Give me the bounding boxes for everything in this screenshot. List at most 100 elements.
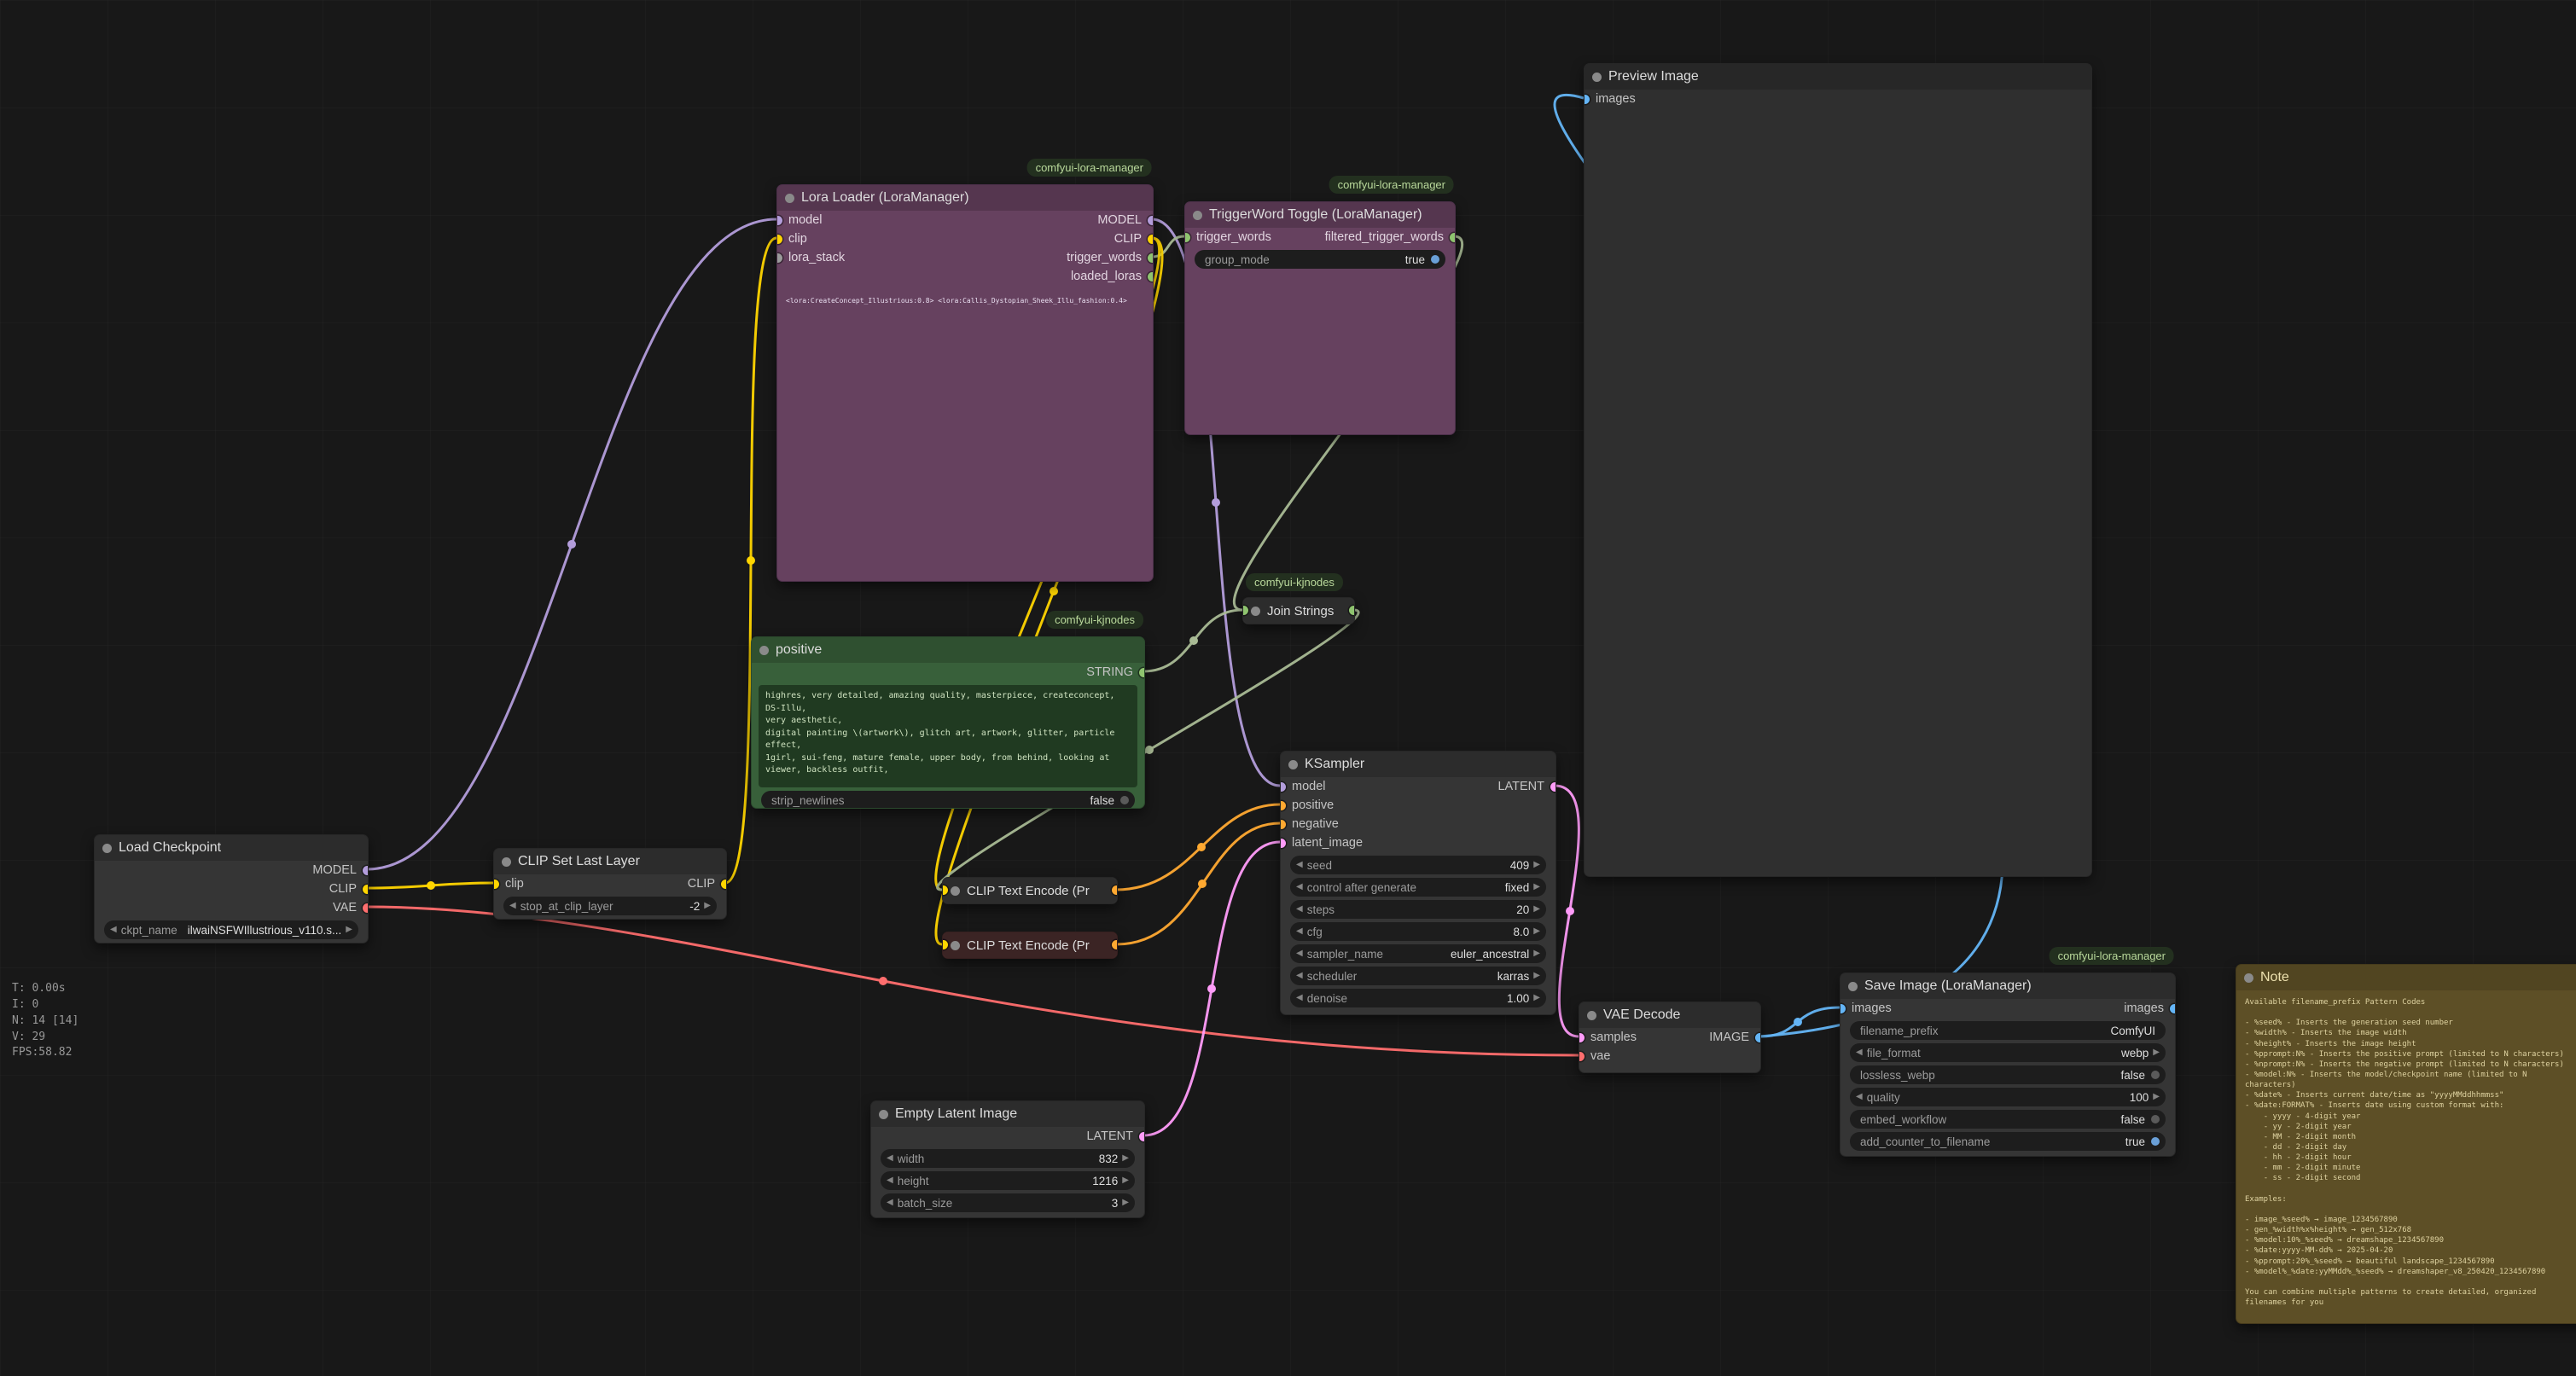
combo-right-arrow-icon[interactable]: ▶ bbox=[1533, 949, 1540, 958]
model-input-port[interactable] bbox=[1281, 781, 1286, 792]
collapse-icon[interactable] bbox=[951, 885, 960, 896]
combo-left-arrow-icon[interactable]: ◀ bbox=[1296, 993, 1303, 1002]
model-output-port[interactable] bbox=[363, 865, 368, 875]
strip-newlines-toggle[interactable]: strip_newlines false bbox=[761, 791, 1135, 808]
node-clip-set-last-layer[interactable]: CLIP Set Last Layer clip CLIP ◀ stop_at_… bbox=[493, 848, 727, 920]
model-output-port[interactable] bbox=[1148, 215, 1153, 225]
clip-output-port[interactable] bbox=[363, 884, 368, 894]
images-input-port[interactable] bbox=[1585, 94, 1590, 104]
node-header[interactable]: positive bbox=[752, 637, 1144, 663]
combo-left-arrow-icon[interactable]: ◀ bbox=[1296, 926, 1303, 936]
node-header[interactable]: Load Checkpoint bbox=[95, 835, 368, 861]
combo-left-arrow-icon[interactable]: ◀ bbox=[1296, 904, 1303, 914]
stop-at-clip-layer-widget[interactable]: ◀ stop_at_clip_layer -2 ▶ bbox=[503, 897, 717, 915]
combo-right-arrow-icon[interactable]: ▶ bbox=[704, 901, 711, 910]
clip-input-port[interactable] bbox=[494, 879, 499, 889]
combo-right-arrow-icon[interactable]: ▶ bbox=[1122, 1153, 1129, 1163]
node-header[interactable]: CLIP Set Last Layer bbox=[494, 849, 726, 874]
combo-left-arrow-icon[interactable]: ◀ bbox=[509, 901, 516, 910]
combo-left-arrow-icon[interactable]: ◀ bbox=[887, 1153, 893, 1163]
collapse-icon[interactable] bbox=[759, 645, 769, 655]
control-after-generate-widget[interactable]: ◀ control after generate fixed ▶ bbox=[1290, 878, 1546, 897]
quality-widget[interactable]: ◀ quality 100 ▶ bbox=[1850, 1088, 2166, 1106]
node-header[interactable]: Join Strings bbox=[1243, 598, 1354, 624]
samples-input-port[interactable] bbox=[1579, 1032, 1585, 1042]
group-mode-toggle[interactable]: group_mode true bbox=[1195, 250, 1445, 269]
collapse-icon[interactable] bbox=[1587, 1010, 1596, 1020]
batch-size-widget[interactable]: ◀ batch_size 3 ▶ bbox=[881, 1193, 1135, 1212]
node-header[interactable]: KSampler bbox=[1281, 752, 1555, 777]
node-triggerword-toggle[interactable]: TriggerWord Toggle (LoraManager) trigger… bbox=[1184, 201, 1456, 435]
conditioning-output-port[interactable] bbox=[1112, 885, 1117, 895]
combo-left-arrow-icon[interactable]: ◀ bbox=[110, 925, 117, 934]
clip-input-port[interactable] bbox=[777, 234, 782, 244]
model-input-port[interactable] bbox=[777, 215, 782, 225]
collapse-icon[interactable] bbox=[1193, 210, 1202, 220]
node-lora-loader[interactable]: Lora Loader (LoraManager) model MODEL cl… bbox=[776, 184, 1154, 582]
negative-input-port[interactable] bbox=[1281, 819, 1286, 829]
add-counter-to-filename-toggle[interactable]: add_counter_to_filename true bbox=[1850, 1132, 2166, 1151]
combo-left-arrow-icon[interactable]: ◀ bbox=[1296, 971, 1303, 980]
width-widget[interactable]: ◀ width 832 ▶ bbox=[881, 1149, 1135, 1168]
filtered-trigger-words-output-port[interactable] bbox=[1450, 232, 1455, 242]
node-vae-decode[interactable]: VAE Decode samples IMAGE vae bbox=[1579, 1002, 1761, 1073]
collapse-icon[interactable] bbox=[1251, 606, 1260, 616]
combo-right-arrow-icon[interactable]: ▶ bbox=[1533, 904, 1540, 914]
node-header[interactable]: CLIP Text Encode (Pr bbox=[943, 932, 1117, 958]
node-header[interactable]: CLIP Text Encode (Pr bbox=[943, 878, 1117, 903]
image-output-port[interactable] bbox=[1755, 1032, 1760, 1042]
node-header[interactable]: Save Image (LoraManager) bbox=[1840, 973, 2175, 999]
filename-prefix-widget[interactable]: filename_prefix ComfyUI bbox=[1850, 1021, 2166, 1040]
conditioning-output-port[interactable] bbox=[1112, 940, 1117, 949]
node-save-image[interactable]: Save Image (LoraManager) images images f… bbox=[1840, 972, 2176, 1157]
node-join-strings[interactable]: Join Strings bbox=[1242, 597, 1355, 624]
latent-output-port[interactable] bbox=[1550, 781, 1555, 792]
node-load-checkpoint[interactable]: Load Checkpoint MODEL CLIP VAE ◀ ckpt_na… bbox=[94, 834, 369, 943]
collapse-icon[interactable] bbox=[879, 1109, 888, 1119]
combo-left-arrow-icon[interactable]: ◀ bbox=[1856, 1048, 1863, 1057]
trigger-words-output-port[interactable] bbox=[1148, 253, 1153, 263]
denoise-widget[interactable]: ◀ denoise 1.00 ▶ bbox=[1290, 989, 1546, 1007]
collapse-icon[interactable] bbox=[2244, 972, 2253, 983]
collapse-icon[interactable] bbox=[951, 940, 960, 950]
node-header[interactable]: Note bbox=[2236, 965, 2576, 990]
latent-image-input-port[interactable] bbox=[1281, 838, 1286, 848]
node-header[interactable]: Empty Latent Image bbox=[871, 1101, 1144, 1127]
lossless-webp-toggle[interactable]: lossless_webp false bbox=[1850, 1065, 2166, 1084]
combo-left-arrow-icon[interactable]: ◀ bbox=[887, 1176, 893, 1185]
collapsed-input-port[interactable] bbox=[1243, 606, 1248, 615]
sampler-name-widget[interactable]: ◀ sampler_name euler_ancestral ▶ bbox=[1290, 944, 1546, 963]
collapse-icon[interactable] bbox=[1592, 72, 1602, 82]
trigger-words-input-port[interactable] bbox=[1185, 232, 1190, 242]
loaded-loras-output-port[interactable] bbox=[1148, 271, 1153, 282]
prompt-textarea[interactable]: highres, very detailed, amazing quality,… bbox=[759, 685, 1137, 787]
combo-right-arrow-icon[interactable]: ▶ bbox=[1122, 1198, 1129, 1207]
node-header[interactable]: Preview Image bbox=[1585, 64, 2091, 90]
collapse-icon[interactable] bbox=[1288, 759, 1298, 769]
vae-input-port[interactable] bbox=[1579, 1051, 1585, 1061]
node-header[interactable]: TriggerWord Toggle (LoraManager) bbox=[1185, 202, 1455, 228]
collapse-icon[interactable] bbox=[1848, 981, 1858, 991]
node-ksampler[interactable]: KSampler model LATENT positive negative … bbox=[1280, 751, 1556, 1015]
combo-right-arrow-icon[interactable]: ▶ bbox=[346, 925, 352, 934]
node-note[interactable]: Note Available filename_prefix Pattern C… bbox=[2236, 964, 2576, 1324]
positive-input-port[interactable] bbox=[1281, 800, 1286, 810]
node-clip-text-encode-positive[interactable]: CLIP Text Encode (Pr bbox=[942, 877, 1118, 904]
node-empty-latent-image[interactable]: Empty Latent Image LATENT ◀ width 832 ▶ … bbox=[870, 1100, 1145, 1218]
combo-left-arrow-icon[interactable]: ◀ bbox=[887, 1198, 893, 1207]
collapsed-input-port[interactable] bbox=[943, 940, 948, 949]
string-output-port[interactable] bbox=[1139, 667, 1144, 677]
combo-right-arrow-icon[interactable]: ▶ bbox=[1533, 860, 1540, 869]
node-positive-prompt[interactable]: positive STRING highres, very detailed, … bbox=[751, 636, 1145, 809]
collapsed-output-port[interactable] bbox=[1349, 606, 1354, 615]
combo-right-arrow-icon[interactable]: ▶ bbox=[2153, 1048, 2160, 1057]
combo-left-arrow-icon[interactable]: ◀ bbox=[1296, 860, 1303, 869]
collapse-icon[interactable] bbox=[785, 193, 794, 203]
combo-left-arrow-icon[interactable]: ◀ bbox=[1296, 949, 1303, 958]
collapsed-input-port[interactable] bbox=[943, 885, 948, 895]
collapse-icon[interactable] bbox=[502, 856, 511, 867]
embed-workflow-toggle[interactable]: embed_workflow false bbox=[1850, 1110, 2166, 1129]
clip-output-port[interactable] bbox=[721, 879, 726, 889]
scheduler-widget[interactable]: ◀ scheduler karras ▶ bbox=[1290, 967, 1546, 985]
cfg-widget[interactable]: ◀ cfg 8.0 ▶ bbox=[1290, 922, 1546, 941]
